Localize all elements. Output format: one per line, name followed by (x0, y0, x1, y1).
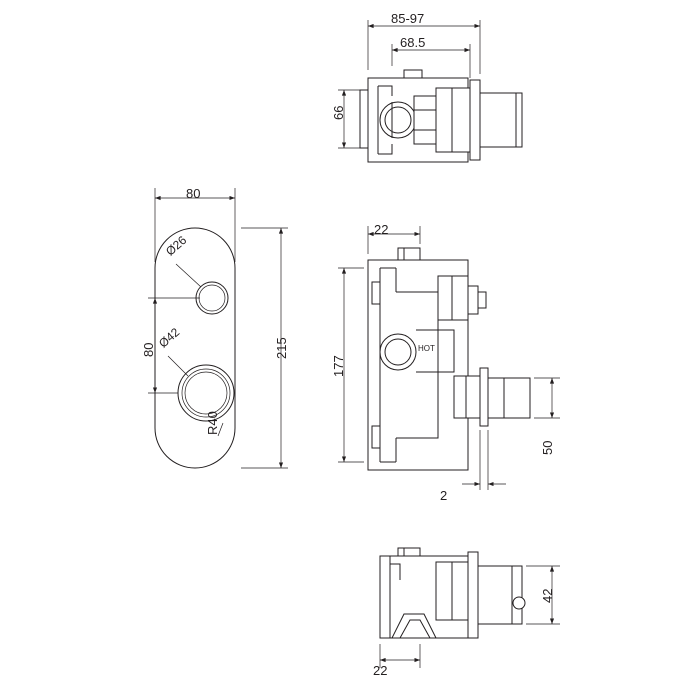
front-view-dimensions (148, 188, 288, 469)
top-view-geometry (360, 70, 522, 162)
dim-outlet-height: 50 (540, 440, 555, 455)
dim-top-view-height: 66 (331, 105, 346, 120)
front-view-geometry (155, 228, 235, 468)
dim-overall-width-range: 85-97 (391, 11, 425, 26)
dim-body-height: 177 (331, 355, 346, 377)
dim-knob-centres: 80 (141, 342, 156, 357)
dim-body-width: 68.5 (400, 35, 426, 50)
side-view-dimensions (338, 226, 560, 490)
dim-plate-thickness: 2 (440, 488, 448, 503)
dim-bottom-view-height: 42 (540, 588, 555, 603)
side-view-geometry (368, 248, 530, 470)
dim-top-offset: 22 (374, 222, 389, 237)
bottom-view-dimensions (379, 565, 560, 668)
dim-plate-height: 215 (274, 337, 289, 359)
dim-bottom-view-width: 22 (373, 663, 388, 678)
bottom-view-geometry (380, 548, 525, 638)
top-view-dimensions (338, 20, 481, 149)
label-hot-marking: HOT (418, 344, 435, 353)
dim-plate-width: 80 (186, 186, 201, 201)
dim-corner-radius: R40 (205, 411, 220, 435)
